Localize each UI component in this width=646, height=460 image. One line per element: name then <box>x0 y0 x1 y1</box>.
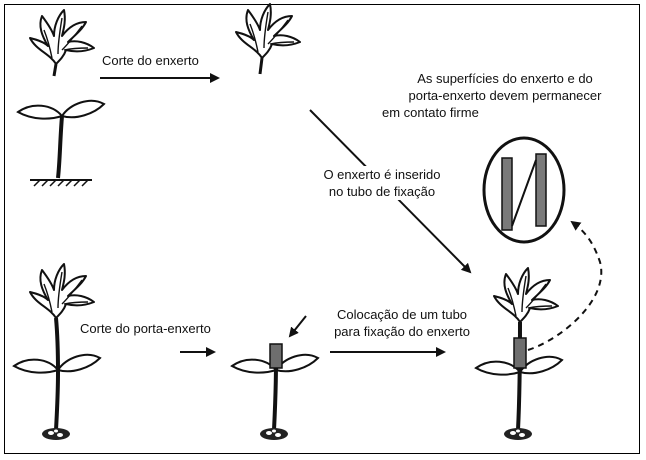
cut-scion <box>235 3 301 75</box>
label-corte-enxerto: Corte do enxerto <box>102 53 199 68</box>
label-superficies-line1: As superfícies do enxerto e do <box>417 71 593 86</box>
rootstock-with-tube <box>231 343 319 440</box>
label-inserido: O enxerto é inserido no tubo de fixação <box>300 166 464 200</box>
label-superficies: As superfícies do enxerto e do porta-enx… <box>382 70 628 121</box>
seedling-bottom-left <box>13 263 101 440</box>
magnified-detail <box>482 136 566 244</box>
label-colocacao-line1: Colocação de um tubo <box>336 307 468 322</box>
rootstock-top-left <box>17 99 105 187</box>
arrow-to-tube <box>288 315 307 338</box>
scion-top-left <box>29 9 95 77</box>
dashed-zoom-arrow <box>527 220 603 351</box>
label-colocacao-line2: para fixação do enxerto <box>334 324 470 339</box>
label-colocacao: Colocação de um tubo para fixação do enx… <box>312 306 492 340</box>
label-inserido-line1: O enxerto é inserido <box>323 167 441 182</box>
label-inserido-line2: no tubo de fixação <box>328 184 436 199</box>
grafted-plant <box>475 267 563 440</box>
label-corte-porta: Corte do porta-enxerto <box>80 321 211 336</box>
label-superficies-line3: em contato firme <box>382 105 479 120</box>
label-superficies-line2: porta-enxerto devem permanecer <box>408 88 602 103</box>
